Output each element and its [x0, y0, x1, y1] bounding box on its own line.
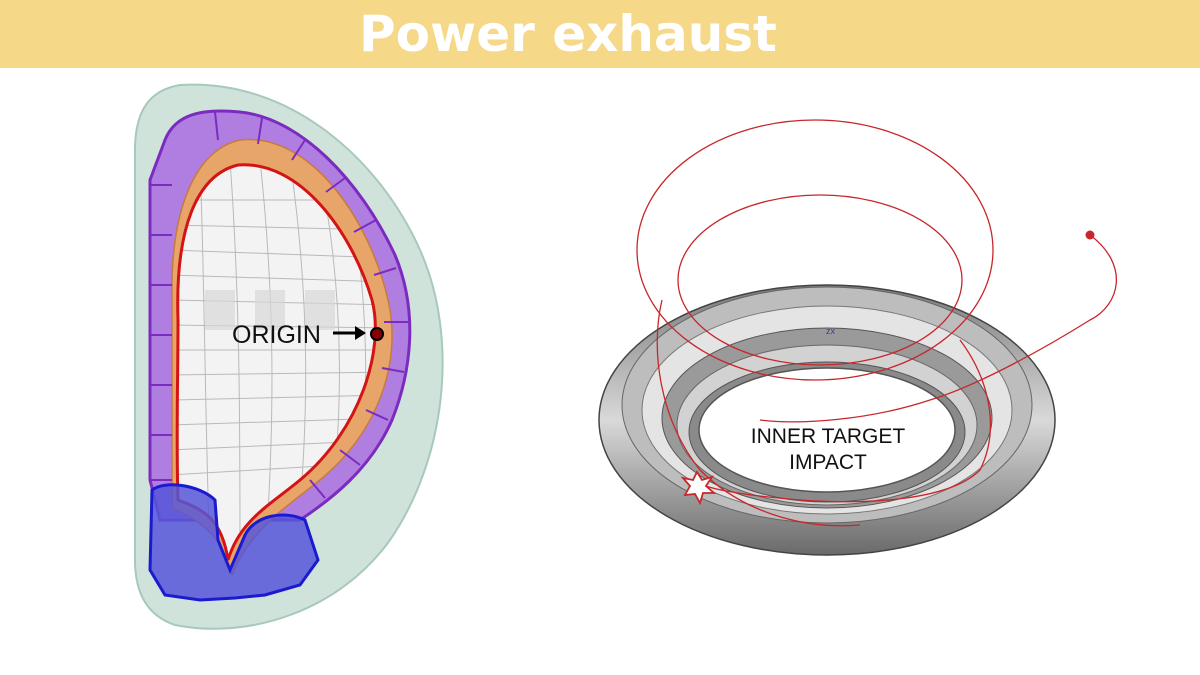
particle-trajectory	[636, 119, 1117, 527]
title-bar: Power exhaust	[0, 0, 1200, 68]
origin-arrow-icon	[333, 326, 366, 340]
divertor	[148, 483, 320, 602]
origin-marker	[370, 327, 384, 341]
blanket-module-separators	[150, 111, 408, 499]
slide-title: Power exhaust	[359, 5, 777, 63]
torus-3d-view: zx INNER TARGET IMPACT	[598, 119, 1117, 556]
torus-inner-hole	[698, 367, 956, 493]
axis-glyph: zx	[826, 326, 836, 336]
origin-label: ORIGIN	[232, 321, 321, 349]
tokamak-cross-section: ORIGIN	[134, 83, 444, 630]
impact-star-icon	[680, 470, 717, 506]
trajectory-start-marker	[1085, 230, 1095, 240]
diagram-canvas: ORIGIN zx INNER TARGET IMPACT	[134, 83, 1117, 630]
impact-label-line2: IMPACT	[789, 451, 867, 474]
impact-label-line1: INNER TARGET	[751, 425, 906, 448]
